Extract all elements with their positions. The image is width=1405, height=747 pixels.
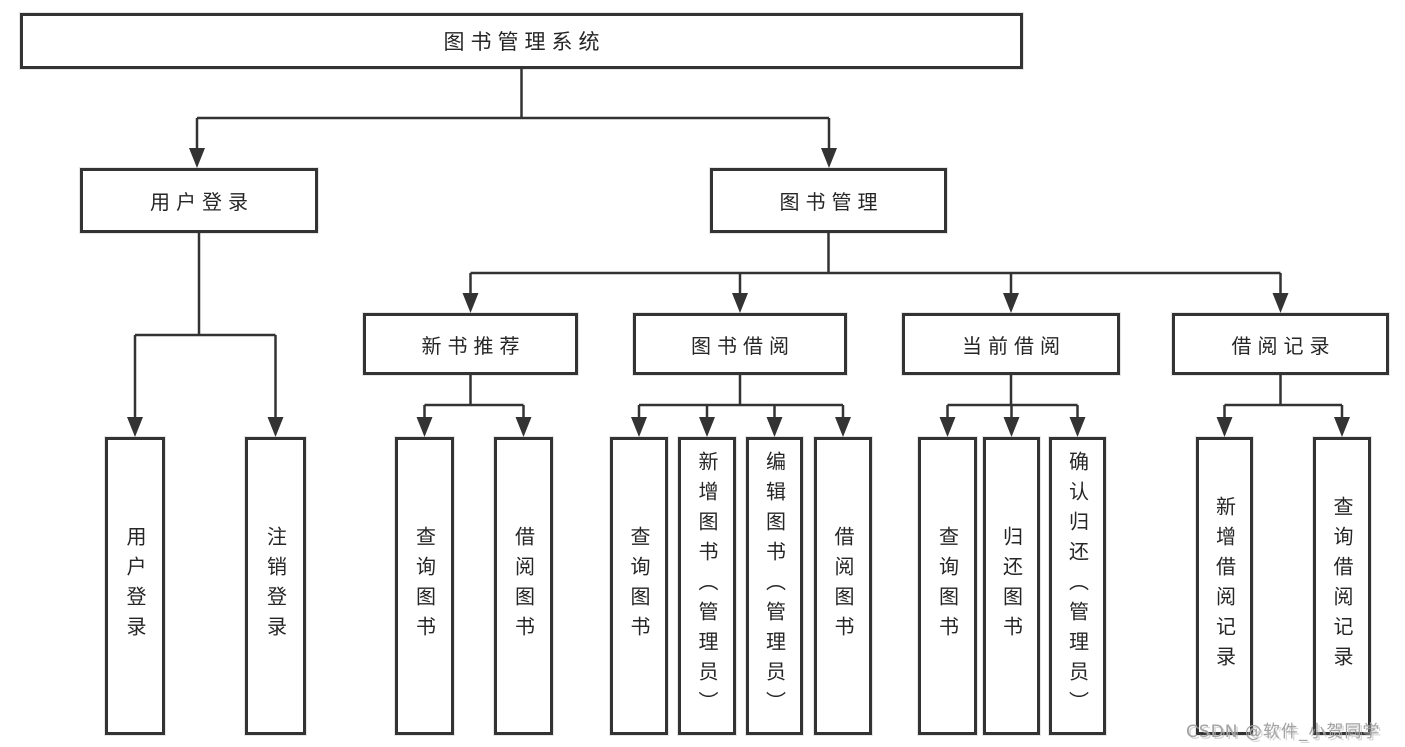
leaf-label: 用户登录 — [123, 526, 147, 646]
leaf-label: 编辑图书（管理员） — [762, 451, 787, 721]
node-leaf-return-book: 归还图书 — [983, 437, 1040, 735]
csdn-watermark: CSDN @软件_小贺同学 — [1186, 722, 1381, 742]
node-leaf-query-book-recommend: 查询图书 — [395, 437, 454, 735]
node-leaf-confirm-return-admin: 确认归还（管理员） — [1049, 437, 1106, 735]
leaf-label: 查询图书 — [935, 526, 960, 646]
leaf-label: 确认归还（管理员） — [1065, 451, 1090, 721]
node-leaf-user-login: 用户登录 — [105, 437, 165, 735]
leaf-label: 归还图书 — [999, 526, 1024, 646]
node-user-login: 用户登录 — [80, 168, 318, 233]
leaf-label: 借阅图书 — [831, 526, 855, 646]
leaf-label: 借阅图书 — [511, 526, 536, 646]
node-leaf-add-borrow-record: 新增借阅记录 — [1196, 437, 1253, 735]
leaf-label: 新增借阅记录 — [1212, 496, 1237, 676]
node-leaf-query-borrow-record: 查询借阅记录 — [1313, 437, 1371, 735]
leaf-label: 查询图书 — [627, 526, 651, 646]
node-root: 图书管理系统 — [20, 13, 1023, 69]
node-leaf-add-book-admin: 新增图书（管理员） — [678, 437, 736, 735]
node-leaf-query-book-borrow: 查询图书 — [610, 437, 668, 735]
node-borrow-record: 借阅记录 — [1172, 313, 1389, 375]
node-leaf-query-book-current: 查询图书 — [918, 437, 977, 735]
node-current-borrow: 当前借阅 — [902, 313, 1120, 375]
node-leaf-borrow-book-recommend: 借阅图书 — [494, 437, 553, 735]
node-book-management: 图书管理 — [710, 168, 947, 233]
node-leaf-borrow-book: 借阅图书 — [814, 437, 872, 735]
node-leaf-logout: 注销登录 — [245, 437, 306, 735]
node-new-book-recommend: 新书推荐 — [363, 313, 578, 375]
leaf-label: 注销登录 — [263, 526, 288, 646]
node-book-borrow: 图书借阅 — [633, 313, 847, 375]
node-leaf-edit-book-admin: 编辑图书（管理员） — [746, 437, 803, 735]
leaf-label: 新增图书（管理员） — [695, 451, 719, 721]
leaf-label: 查询借阅记录 — [1330, 496, 1354, 676]
leaf-label: 查询图书 — [412, 526, 437, 646]
